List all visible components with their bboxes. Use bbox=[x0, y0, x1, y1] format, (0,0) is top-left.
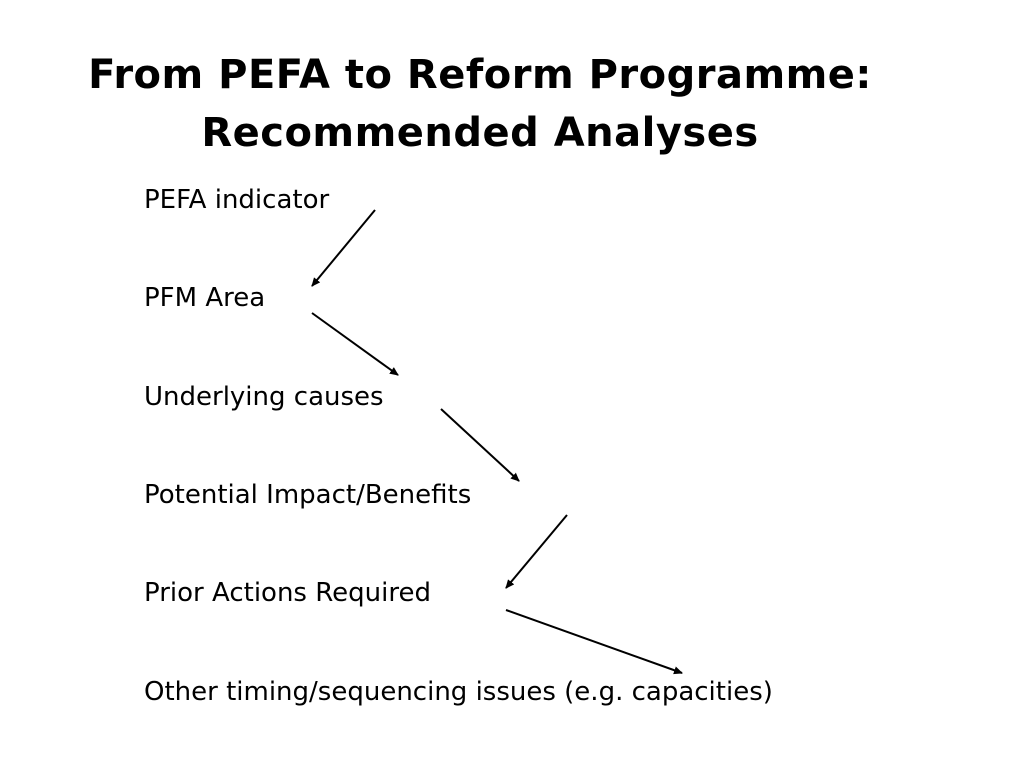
arrow-actions-to-timing bbox=[505, 609, 683, 675]
title-line-1: From PEFA to Reform Programme: bbox=[88, 52, 872, 98]
analysis-step-other-timing: Other timing/sequencing issues (e.g. cap… bbox=[144, 677, 773, 707]
analysis-step-pefa-indicator: PEFA indicator bbox=[144, 185, 330, 215]
arrow-indicator-to-area bbox=[311, 209, 376, 287]
analysis-step-underlying-causes: Underlying causes bbox=[144, 382, 384, 412]
analysis-step-potential-impact: Potential Impact/Benefits bbox=[144, 480, 472, 510]
arrow-causes-to-impact bbox=[440, 408, 520, 482]
arrow-area-to-causes bbox=[311, 312, 399, 376]
analysis-step-prior-actions: Prior Actions Required bbox=[144, 578, 431, 608]
slide-title: From PEFA to Reform Programme: Recommend… bbox=[0, 46, 960, 162]
title-line-2: Recommended Analyses bbox=[201, 110, 759, 156]
analysis-step-pfm-area: PFM Area bbox=[144, 283, 266, 313]
arrow-impact-to-actions bbox=[505, 514, 568, 589]
